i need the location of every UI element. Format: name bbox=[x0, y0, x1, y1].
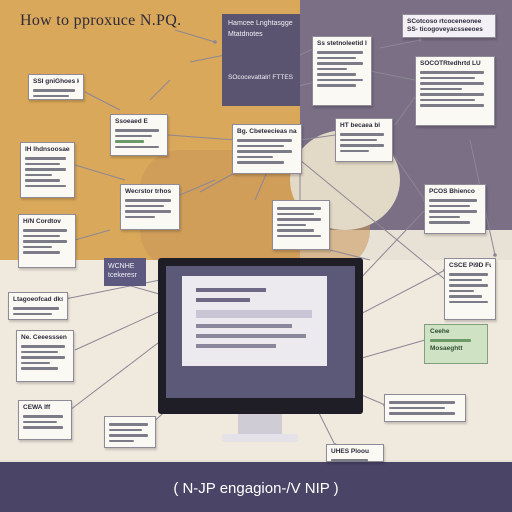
monitor-left-card bbox=[104, 416, 156, 448]
left-bottom-card-3-heading: CEWA Iff bbox=[23, 404, 51, 411]
right-upper-card-heading: SOCOTRtedhrtd LU bbox=[420, 60, 481, 67]
left-bottom-card-1-heading: Ltagoeofcad dksa bbox=[13, 296, 63, 303]
top-right-badge: SCotcoso rtcoceneonee SS- ticogoveyacsse… bbox=[402, 14, 496, 38]
monitor-screen-panel bbox=[182, 276, 327, 366]
monitor-base bbox=[222, 434, 298, 442]
top-dark-card: Hamcee Lnghtasgge Mtatdnotes SOcocevatta… bbox=[222, 14, 300, 106]
purple-small-card-line2: tcekeresr bbox=[108, 272, 137, 279]
left-bottom-card-3: CEWA Iff bbox=[18, 400, 72, 440]
left-bottom-card-2: Ne. Ceeesssen bbox=[16, 330, 74, 382]
center-right-card bbox=[272, 200, 330, 250]
top-dark-card-line1: Hamcee Lnghtasgge bbox=[228, 20, 293, 27]
right-mid-card-heading: HT becaea bl bbox=[340, 122, 381, 129]
top-center-card-heading: Ss stetnoleetid Ir bbox=[317, 40, 367, 47]
mid-left-card-heading: Ssoeaed E bbox=[115, 118, 148, 125]
left-bottom-card-1: Ltagoeofcad dksa bbox=[8, 292, 68, 320]
purple-small-card: WCNHE tcekeresr bbox=[104, 258, 146, 286]
center-lower-card: Wecrstor trhos bbox=[120, 184, 180, 230]
mid-left-card: Ssoeaed E bbox=[110, 114, 168, 156]
right-lower-card-2-heading: CSCE Pi9D Fus bbox=[449, 262, 491, 269]
center-card: Bg. Cbeteecieas nar bbox=[232, 124, 302, 174]
left-upper-card: SSI gniGhoes k4 bbox=[28, 74, 84, 100]
page-title: How to pproxuce N.PQ. bbox=[20, 12, 182, 29]
center-bottom-card-heading: UHES Ploou bbox=[331, 448, 369, 455]
right-lower-card-1: PCOS Bhienco bbox=[424, 184, 486, 234]
top-right-badge-line1: SCotcoso rtcoceneonee bbox=[407, 18, 482, 25]
green-card-line1: Ceehe bbox=[430, 328, 450, 335]
right-lower-card-1-heading: PCOS Bhienco bbox=[429, 188, 475, 195]
top-dark-card-line2: Mtatdnotes bbox=[228, 31, 263, 38]
right-bottom-card bbox=[384, 394, 466, 422]
footer-text: ( N-JP engagion-/V NIP ) bbox=[173, 480, 339, 497]
left-mid-card: IH lhdnsoosaen bbox=[20, 142, 75, 198]
top-center-card: Ss stetnoleetid Ir bbox=[312, 36, 372, 106]
top-right-badge-line2: SS- ticogoveyacsseeoes bbox=[407, 26, 483, 33]
right-mid-card: HT becaea bl bbox=[335, 118, 393, 162]
center-card-heading: Bg. Cbeteecieas nar bbox=[237, 128, 297, 135]
center-bottom-card: UHES Ploou bbox=[326, 444, 384, 462]
top-dark-card-line3: SOcocevattalr! FTTES bbox=[228, 74, 294, 81]
left-bottom-card-2-heading: Ne. Ceeesssen bbox=[21, 334, 67, 341]
right-upper-card: SOCOTRtedhrtd LU bbox=[415, 56, 495, 126]
monitor-stand bbox=[238, 414, 282, 436]
green-card: Ceehe Mosaeghtt bbox=[424, 324, 488, 364]
left-upper-card-heading: SSI gniGhoes k4 bbox=[33, 78, 79, 85]
left-mid-card-heading: IH lhdnsoosaen bbox=[25, 146, 70, 153]
left-lower-card-heading: H/N Cordtov bbox=[23, 218, 61, 225]
right-lower-card-2: CSCE Pi9D Fus bbox=[444, 258, 496, 320]
footer-band bbox=[0, 462, 512, 512]
green-card-line2: Mosaeghtt bbox=[430, 344, 463, 352]
purple-small-card-line1: WCNHE bbox=[108, 263, 135, 270]
left-lower-card: H/N Cordtov bbox=[18, 214, 76, 268]
center-lower-card-heading: Wecrstor trhos bbox=[125, 188, 172, 195]
